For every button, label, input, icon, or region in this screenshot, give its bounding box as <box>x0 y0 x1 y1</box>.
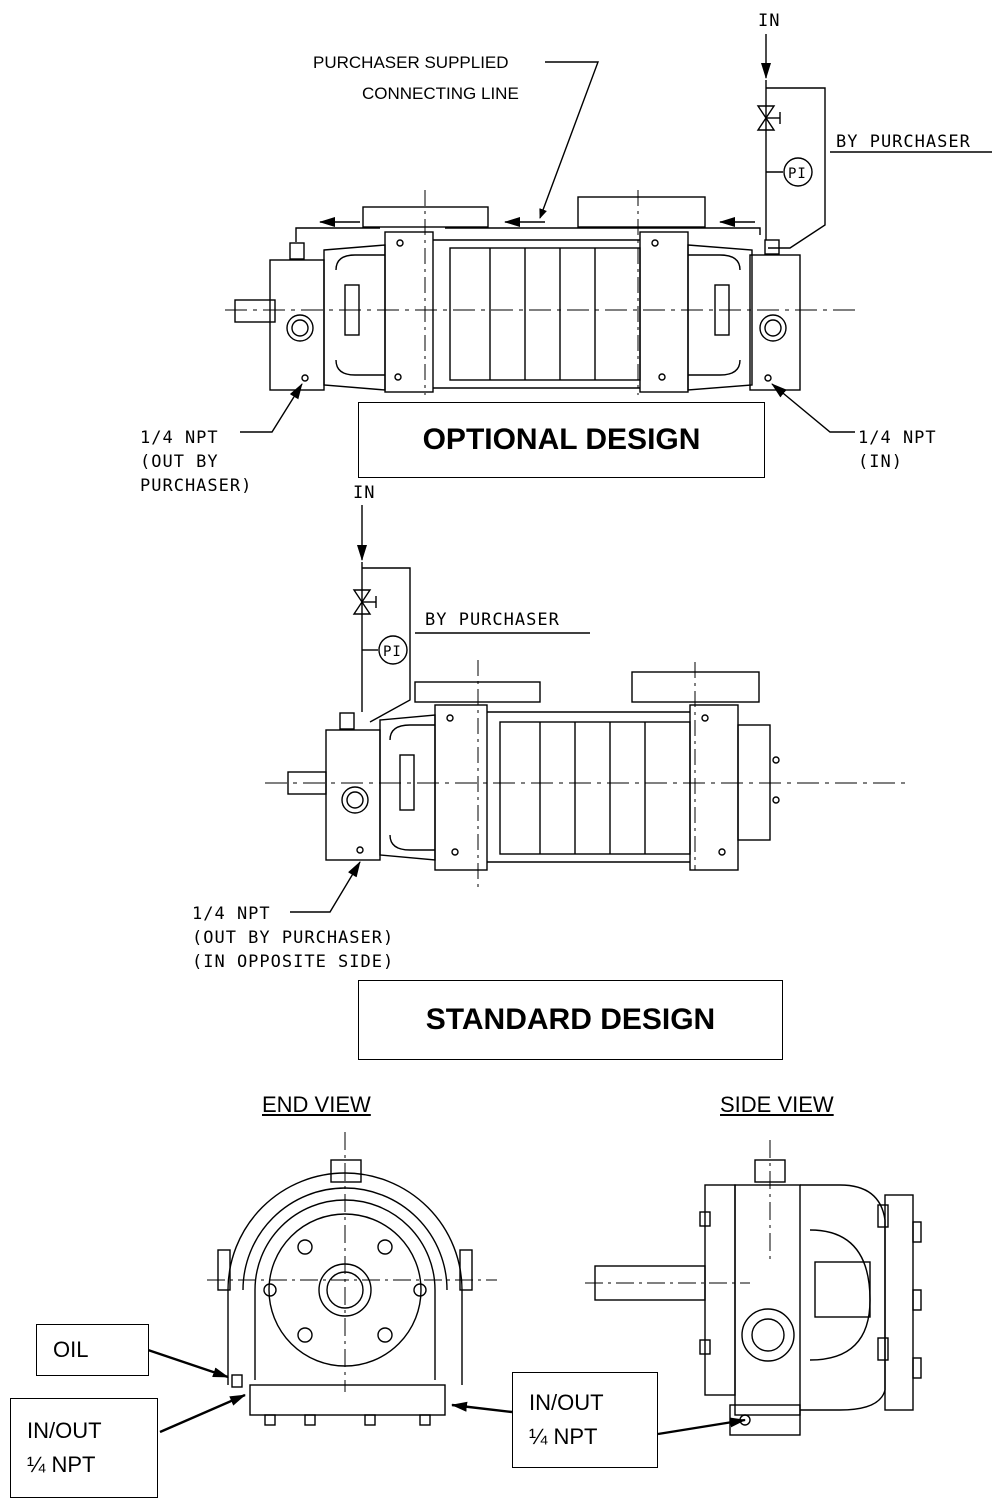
inout-right-line-2: ¼ NPT <box>529 1424 598 1449</box>
optional-design-title: OPTIONAL DESIGN <box>358 402 765 478</box>
purchaser-line-1: PURCHASER SUPPLIED <box>313 53 509 72</box>
middle-by-purchaser: BY PURCHASER <box>425 610 560 630</box>
top-in-label: IN <box>758 11 780 31</box>
inout-right-line-1: IN/OUT <box>529 1390 604 1415</box>
standard-design-title-text: STANDARD DESIGN <box>425 1003 716 1036</box>
middle-npt-2: (OUT BY PURCHASER) <box>192 928 394 948</box>
top-left-npt-2: (OUT BY <box>140 452 219 472</box>
optional-design-pump <box>225 190 860 395</box>
top-by-purchaser: BY PURCHASER <box>836 132 971 152</box>
top-left-npt-1: 1/4 NPT <box>140 428 219 448</box>
standard-design-piping <box>290 505 590 913</box>
middle-npt-1: 1/4 NPT <box>192 904 271 924</box>
top-left-npt-3: PURCHASER) <box>140 476 252 496</box>
inout-left-line-2: ¼ NPT <box>27 1452 96 1477</box>
oil-callout-text: OIL <box>53 1337 89 1362</box>
end-view-drawing <box>207 1132 497 1426</box>
optional-design-piping <box>240 34 992 433</box>
side-view-drawing <box>585 1140 922 1436</box>
inout-right-callout: IN/OUT ¼ NPT <box>512 1372 658 1468</box>
purchaser-line-2: CONNECTING LINE <box>362 84 519 103</box>
cad-labels: IN PURCHASER SUPPLIED CONNECTING LINE BY… <box>140 11 971 972</box>
middle-npt-3: (IN OPPOSITE SIDE) <box>192 952 394 972</box>
top-pi-label: PI <box>788 166 807 182</box>
side-view-heading: SIDE VIEW <box>720 1092 834 1117</box>
standard-design-pump <box>265 660 910 890</box>
top-right-npt-2: (IN) <box>858 452 903 472</box>
inout-left-callout: IN/OUT ¼ NPT <box>10 1398 158 1498</box>
middle-in-label: IN <box>353 483 375 503</box>
middle-pi-label: PI <box>383 644 402 660</box>
top-right-npt-1: 1/4 NPT <box>858 428 937 448</box>
standard-design-title: STANDARD DESIGN <box>358 980 783 1060</box>
callout-arrows <box>147 1348 746 1436</box>
oil-callout: OIL <box>36 1324 149 1376</box>
end-view-heading: END VIEW <box>262 1092 371 1117</box>
inout-left-line-1: IN/OUT <box>27 1418 102 1443</box>
optional-design-title-text: OPTIONAL DESIGN <box>422 423 701 456</box>
